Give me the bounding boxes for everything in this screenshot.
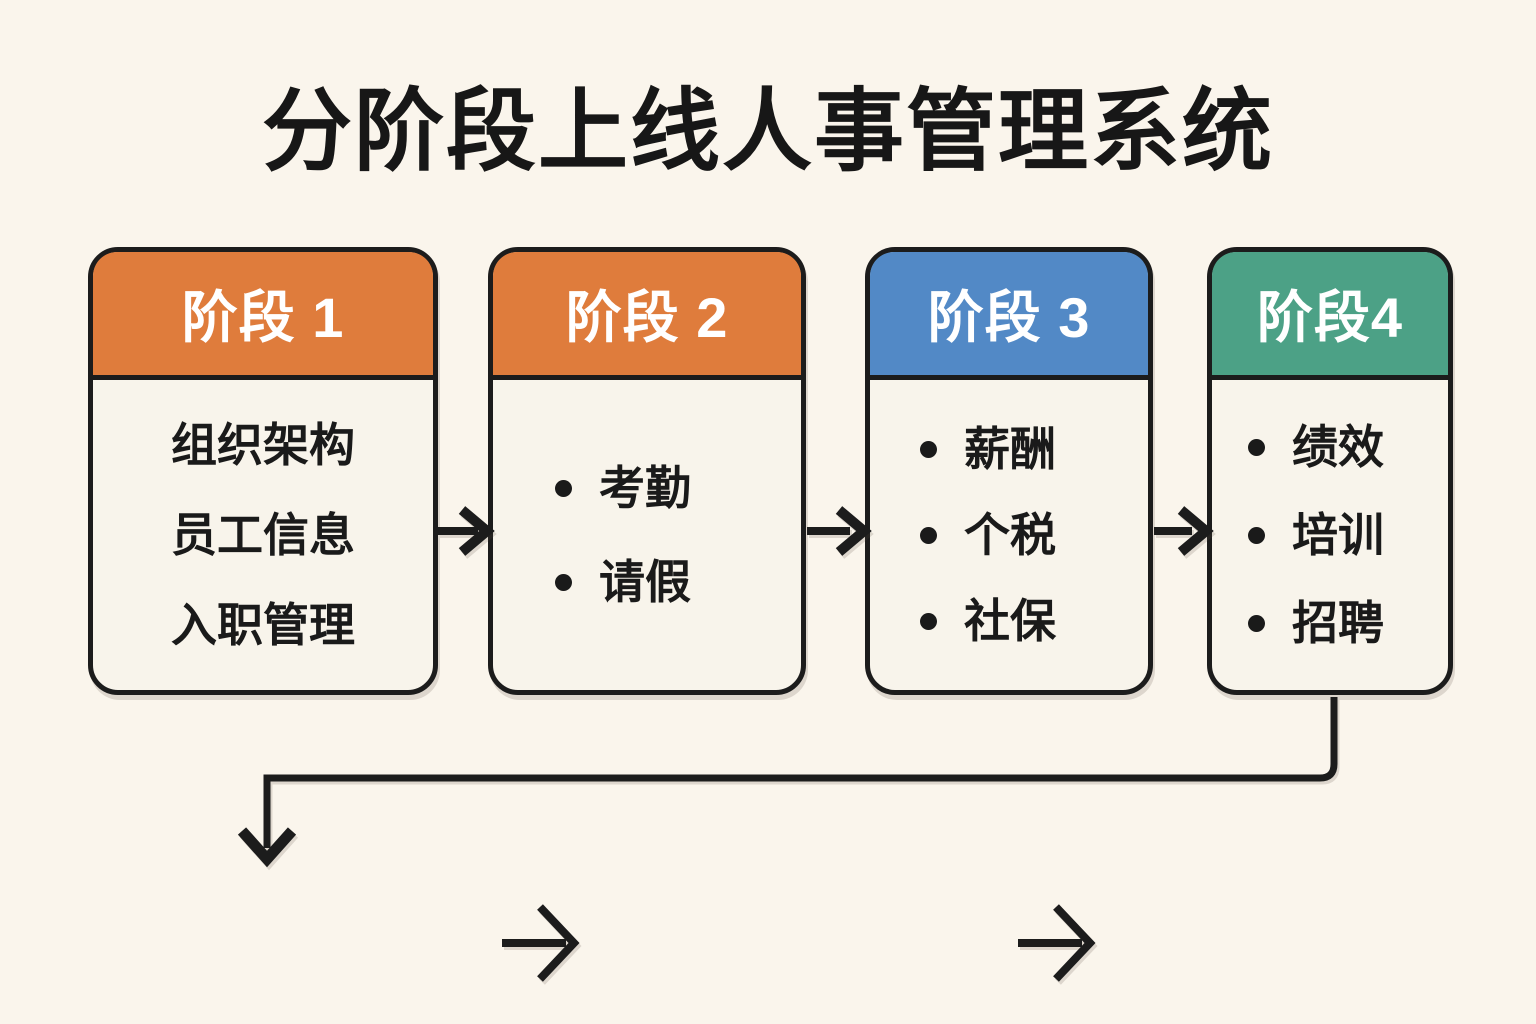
bullet-icon (555, 479, 572, 497)
arrow-right-icon (438, 506, 495, 556)
list-item: 培训 (1248, 512, 1448, 558)
bullet-icon (555, 573, 572, 591)
stage-box-3: 阶段 3 薪酬 个税 社保 (865, 247, 1153, 695)
bullet-icon (1248, 614, 1265, 632)
stage-2-header: 阶段 2 (493, 252, 801, 380)
bullet-icon (1248, 438, 1265, 456)
item-label: 入职管理 (171, 599, 355, 651)
list-item: 组织架构 (171, 422, 355, 468)
bullet-icon (920, 440, 937, 458)
item-label: 组织架构 (171, 419, 355, 471)
arrow-right-icon (1154, 506, 1214, 556)
item-label: 招聘 (1292, 597, 1384, 649)
connector-line (263, 697, 1338, 848)
stage-1-header: 阶段 1 (93, 252, 433, 380)
item-label: 员工信息 (171, 509, 355, 561)
page-title: 分阶段上线人事管理系统 (262, 82, 1274, 182)
stage-1-body: 组织架构 员工信息 入职管理 (93, 380, 433, 690)
list-item: 员工信息 (171, 512, 355, 558)
arrow-right-icon (502, 904, 580, 982)
arrow-down-icon (237, 827, 297, 868)
item-label: 请假 (599, 556, 691, 608)
arrow-right-icon (1018, 904, 1096, 982)
bullet-icon (920, 526, 937, 544)
list-item: 社保 (920, 598, 1148, 644)
stage-box-2: 阶段 2 考勤 请假 (488, 247, 806, 695)
item-label: 薪酬 (964, 423, 1056, 475)
item-label: 考勤 (599, 462, 691, 514)
item-label: 培训 (1292, 509, 1384, 561)
item-label: 个税 (964, 509, 1056, 561)
stage-4-body: 绩效 培训 招聘 (1212, 380, 1448, 690)
bullet-icon (920, 612, 937, 630)
arrow-right-icon (807, 506, 872, 556)
list-item: 薪酬 (920, 426, 1148, 472)
stage-3-header: 阶段 3 (870, 252, 1148, 380)
list-item: 招聘 (1248, 600, 1448, 646)
stage-2-body: 考勤 请假 (493, 380, 801, 690)
list-item: 考勤 (555, 465, 801, 511)
stage-box-4: 阶段4 绩效 培训 招聘 (1207, 247, 1453, 695)
item-label: 绩效 (1292, 421, 1384, 473)
stage-3-body: 薪酬 个税 社保 (870, 380, 1148, 690)
list-item: 入职管理 (171, 602, 355, 648)
list-item: 个税 (920, 512, 1148, 558)
stage-4-header: 阶段4 (1212, 252, 1448, 380)
list-item: 请假 (555, 559, 801, 605)
bullet-icon (1248, 526, 1265, 544)
stage-box-1: 阶段 1 组织架构 员工信息 入职管理 (88, 247, 438, 695)
item-label: 社保 (964, 595, 1056, 647)
list-item: 绩效 (1248, 424, 1448, 470)
